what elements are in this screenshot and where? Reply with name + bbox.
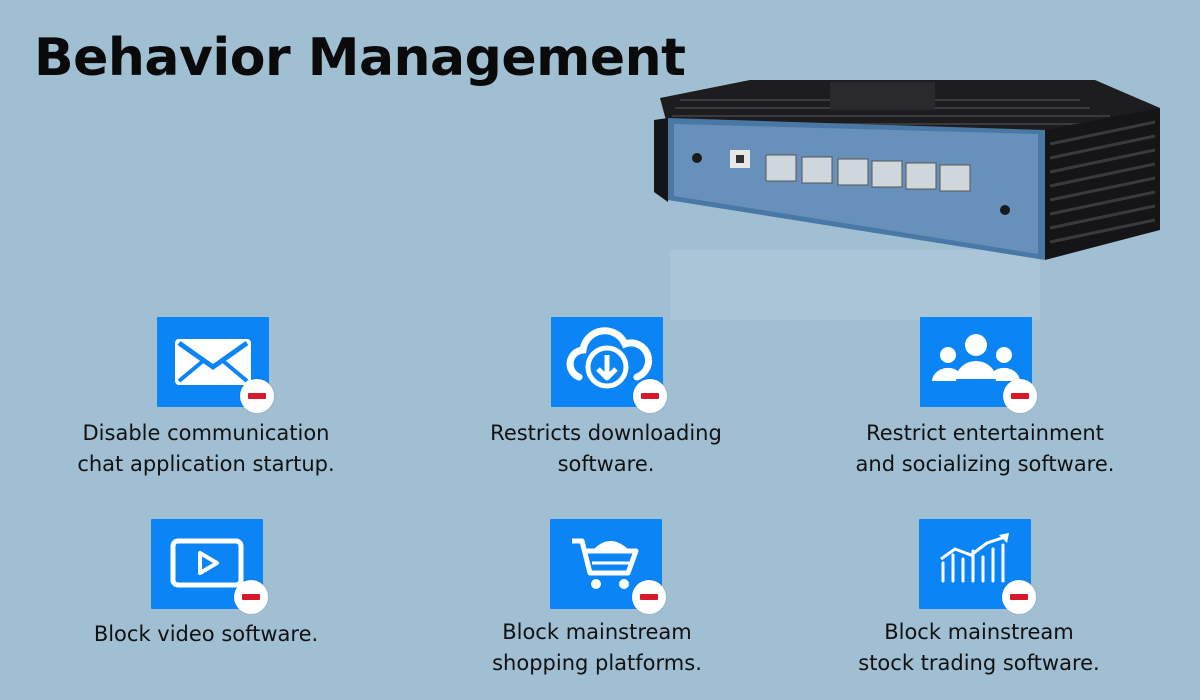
- mail-icon: [175, 339, 251, 385]
- block-badge-icon: [1003, 379, 1037, 413]
- mini-pc-illustration: [654, 80, 1160, 320]
- shopping-cart-icon: [572, 538, 639, 589]
- block-badge-icon: [234, 580, 268, 614]
- users-icon: [932, 334, 1020, 381]
- block-badge-icon: [632, 580, 666, 614]
- block-badge-icon: [1002, 580, 1036, 614]
- cloud-download-icon: [566, 327, 653, 389]
- feature-caption: Block video software.: [93, 622, 319, 646]
- block-badge-icon: [633, 379, 667, 413]
- page-title: Behavior Management: [34, 28, 686, 88]
- stock-chart-icon-tile: [919, 519, 1031, 609]
- video-play-icon: [170, 538, 244, 588]
- block-badge-icon: [240, 379, 274, 413]
- stock-chart-icon: [940, 533, 1009, 583]
